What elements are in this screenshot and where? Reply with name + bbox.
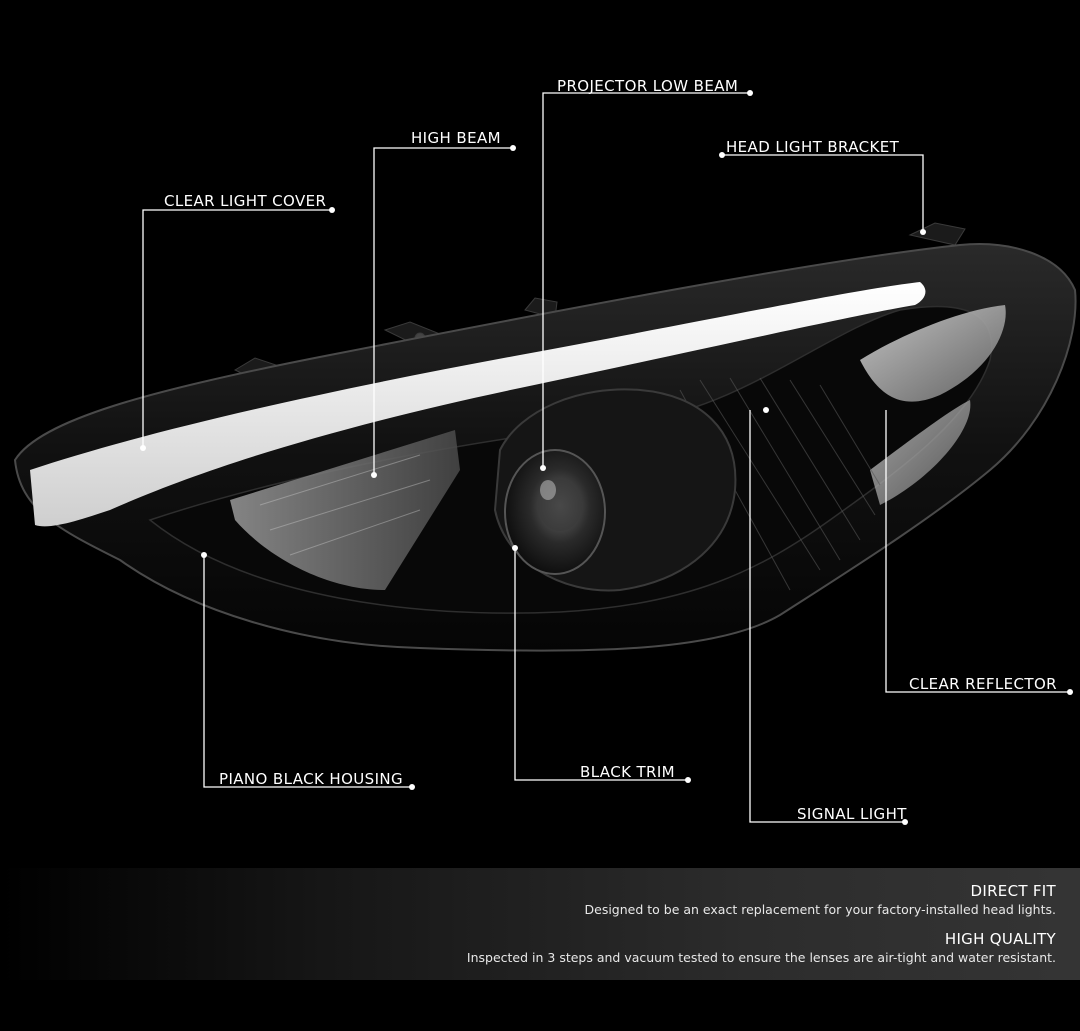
light-bar — [30, 282, 926, 527]
feature-title-high-quality: HIGH QUALITY — [944, 930, 1056, 948]
callout-clear-reflector: CLEAR REFLECTOR — [909, 675, 1057, 693]
callout-projector-low-beam: PROJECTOR LOW BEAM — [557, 77, 739, 95]
callout-black-trim: BLACK TRIM — [580, 763, 676, 781]
feature-title-direct-fit: DIRECT FIT — [970, 882, 1056, 900]
feature-band — [0, 868, 1080, 980]
feature-desc-high-quality: Inspected in 3 steps and vacuum tested t… — [466, 950, 1056, 965]
callout-head-light-bracket: HEAD LIGHT BRACKET — [726, 138, 900, 156]
feature-desc-direct-fit: Designed to be an exact replacement for … — [584, 902, 1057, 917]
callout-signal-light: SIGNAL LIGHT — [797, 805, 907, 823]
clear-reflector-shape — [860, 305, 1006, 402]
callout-piano-black-housing: PIANO BLACK HOUSING — [219, 770, 404, 788]
callout-high-beam: HIGH BEAM — [411, 129, 501, 147]
high-beam-reflector — [230, 430, 460, 590]
callout-clear-light-cover: CLEAR LIGHT COVER — [164, 192, 327, 210]
